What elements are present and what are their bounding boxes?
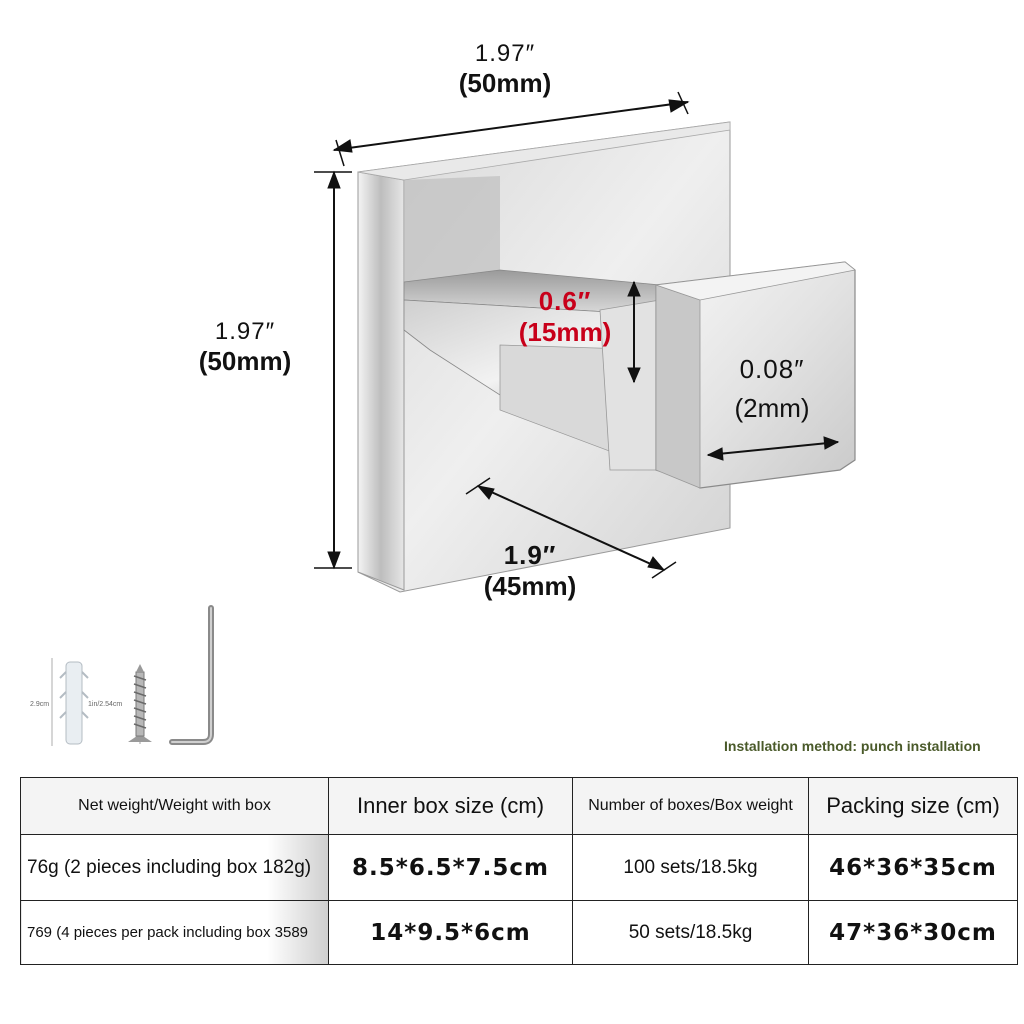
header-net-weight: Net weight/Weight with box (20, 777, 329, 835)
hook-tip (655, 261, 856, 489)
wall-anchor-icon (51, 658, 89, 746)
cell-inner-box: 8.5*6.5*7.5cm (328, 834, 573, 901)
cell-weight: 769 (4 pieces per pack including box 358… (20, 900, 329, 965)
anchor-size-label: 2.9cm (30, 701, 49, 708)
hook-height-mm: (15mm) (518, 317, 612, 347)
screw-icon (128, 664, 152, 744)
height-dimension: 1.97″ (50mm) (175, 318, 315, 377)
hook-height-inch: 0.6″ (538, 286, 592, 316)
depth-mm: (45mm) (483, 571, 577, 601)
cell-box-count: 50 sets/18.5kg (572, 900, 809, 965)
allen-key-icon (169, 605, 214, 745)
cell-inner-box: 14*9.5*6cm (328, 900, 573, 965)
screw-size-label: 1in/2.54cm (88, 701, 122, 708)
height-mm: (50mm) (198, 346, 292, 376)
table-header-row: Net weight/Weight with box Inner box siz… (20, 777, 1018, 835)
hook-height-dimension: 0.6″ (15mm) (495, 286, 635, 348)
installation-note: Installation method: punch installation (724, 738, 981, 754)
cell-packing-size: 46*36*35cm (808, 834, 1018, 901)
cell-packing-size: 47*36*30cm (808, 900, 1018, 965)
hook-arm (403, 269, 661, 471)
accessories-illustration: 2.9cm 1in/2.54cm (30, 605, 214, 746)
width-mm: (50mm) (458, 68, 552, 98)
header-box-count-weight: Number of boxes/Box weight (572, 777, 809, 835)
height-inch: 1.97″ (214, 318, 276, 345)
width-dimension: 1.97″ (50mm) (430, 40, 580, 99)
depth-dimension: 1.9″ (45mm) (460, 540, 600, 602)
table-row: 769 (4 pieces per pack including box 358… (20, 900, 1018, 965)
thickness-dimension: 0.08″ (2mm) (712, 354, 832, 424)
dimension-lines (314, 91, 840, 579)
cell-weight: 76g (2 pieces including box 182g) (20, 834, 329, 901)
header-packing-size: Packing size (cm) (808, 777, 1018, 835)
cell-box-count: 100 sets/18.5kg (572, 834, 809, 901)
thickness-mm: (2mm) (734, 393, 810, 423)
thickness-inch: 0.08″ (739, 354, 805, 384)
header-inner-box-size: Inner box size (cm) (328, 777, 573, 835)
product-illustration (314, 91, 856, 593)
table-row: 76g (2 pieces including box 182g) 8.5*6.… (20, 834, 1018, 901)
depth-inch: 1.9″ (503, 540, 557, 570)
width-inch: 1.97″ (474, 40, 536, 67)
spec-table: Net weight/Weight with box Inner box siz… (20, 777, 1018, 965)
